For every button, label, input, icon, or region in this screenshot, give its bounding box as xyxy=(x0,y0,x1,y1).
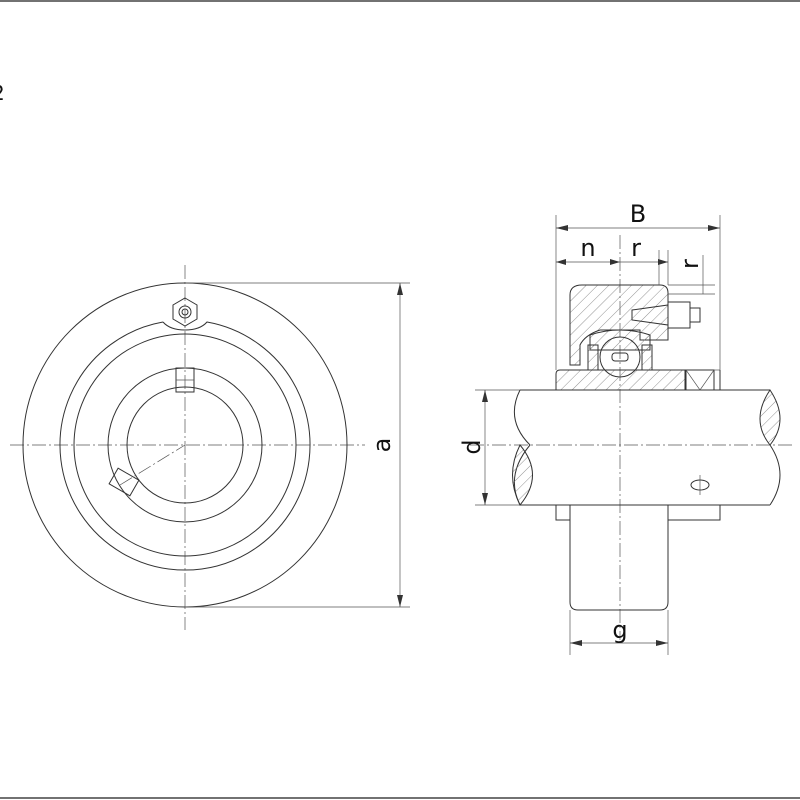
set-screw-angled xyxy=(108,467,140,497)
shaft xyxy=(513,389,770,506)
dim-label-B: B xyxy=(630,200,646,228)
housing-lower xyxy=(555,505,721,611)
grease-nipple-hex-front xyxy=(172,297,198,327)
dim-label-n: n xyxy=(580,234,595,262)
inner-ring-flange xyxy=(555,369,686,391)
dim-label-r-radial: r xyxy=(676,259,704,269)
dim-label-d: d xyxy=(458,439,486,454)
sheet-marker: 2 xyxy=(0,81,5,105)
dim-label-r-axial: r xyxy=(631,234,641,262)
dim-label-g: g xyxy=(612,616,627,644)
grease-nipple xyxy=(631,301,701,329)
side-section-view: B n r r d g xyxy=(458,200,795,655)
front-view: a xyxy=(10,265,410,630)
dim-label-a: a xyxy=(368,438,396,453)
set-screw-side xyxy=(685,369,715,391)
